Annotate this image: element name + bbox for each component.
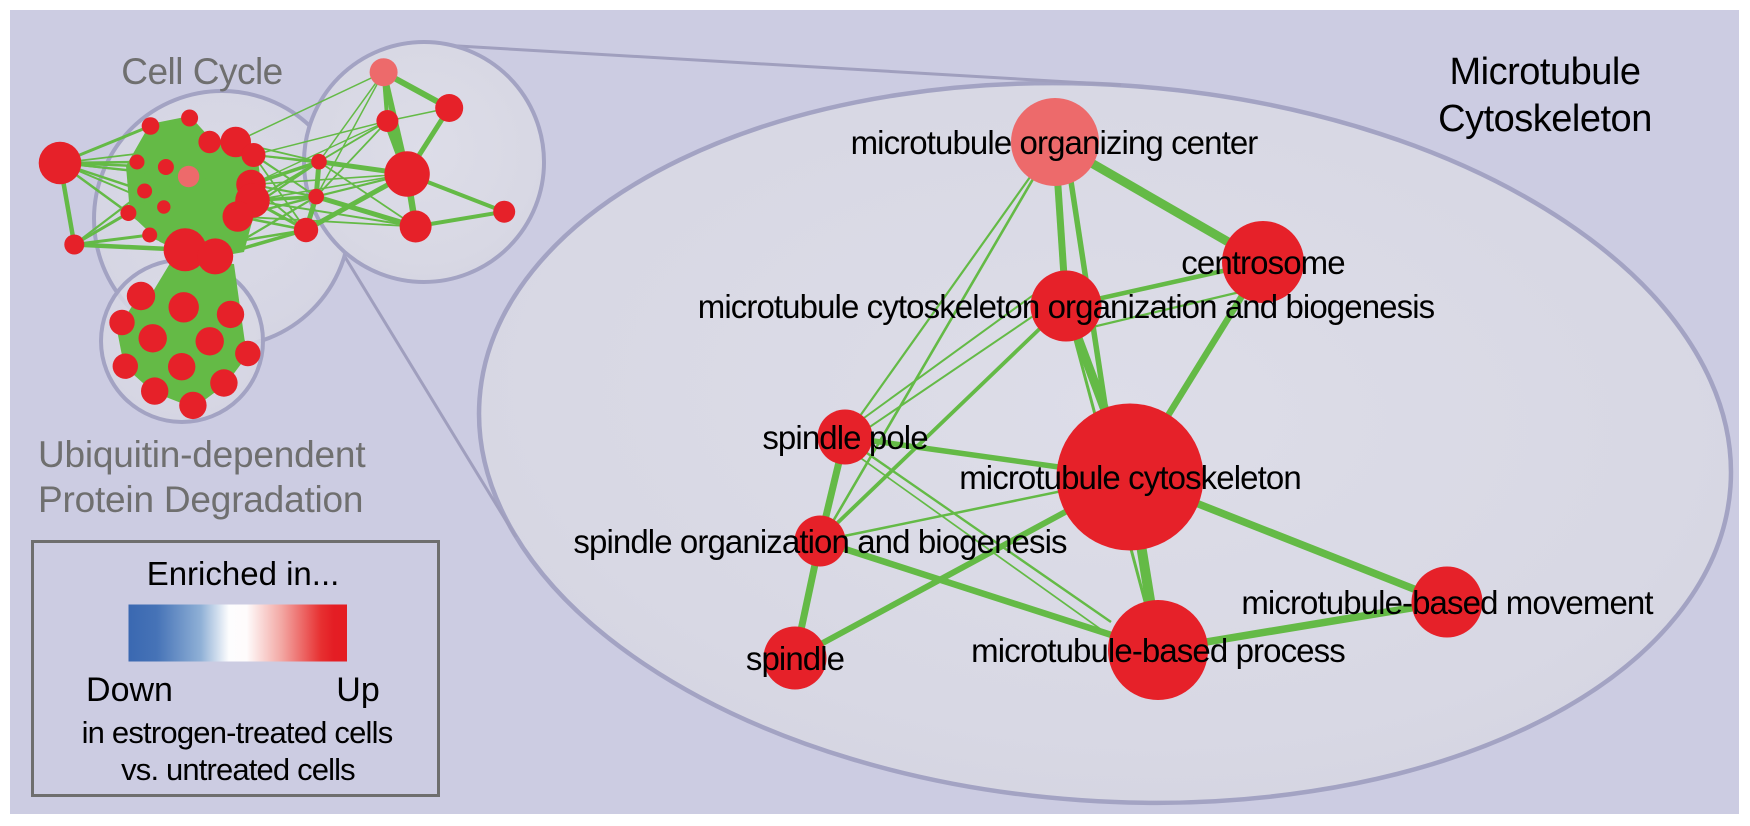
svg-text:Cytoskeleton: Cytoskeleton: [1438, 98, 1652, 140]
svg-text:microtubule cytoskeleton organ: microtubule cytoskeleton organization an…: [698, 288, 1435, 325]
svg-text:Protein Degradation: Protein Degradation: [38, 479, 363, 520]
svg-text:vs. untreated cells: vs. untreated cells: [121, 752, 355, 787]
svg-text:spindle: spindle: [746, 640, 844, 677]
svg-text:Down: Down: [86, 671, 173, 709]
svg-text:centrosome: centrosome: [1181, 244, 1344, 281]
svg-text:Enriched in...: Enriched in...: [147, 555, 340, 592]
svg-text:Cell Cycle: Cell Cycle: [121, 51, 283, 92]
svg-text:in estrogen-treated cells: in estrogen-treated cells: [82, 715, 393, 750]
svg-text:Microtubule: Microtubule: [1450, 51, 1641, 93]
svg-text:spindle pole: spindle pole: [762, 419, 927, 456]
svg-text:microtubule-based movement: microtubule-based movement: [1241, 584, 1653, 621]
svg-text:microtubule-based process: microtubule-based process: [971, 632, 1345, 669]
svg-text:microtubule organizing center: microtubule organizing center: [851, 124, 1259, 161]
svg-text:spindle organization and bioge: spindle organization and biogenesis: [573, 523, 1067, 560]
svg-text:Ubiquitin-dependent: Ubiquitin-dependent: [38, 434, 366, 475]
svg-text:Up: Up: [336, 671, 379, 709]
svg-text:microtubule cytoskeleton: microtubule cytoskeleton: [959, 459, 1301, 496]
